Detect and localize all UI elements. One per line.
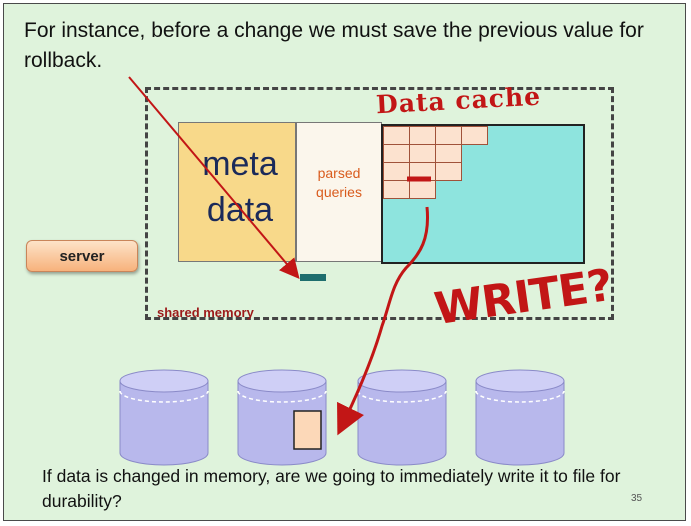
disk-1-icon — [119, 369, 209, 466]
shared-memory-label: shared memory — [157, 305, 254, 320]
slide-title: For instance, before a change we must sa… — [24, 19, 644, 72]
page-number: 35 — [631, 493, 643, 504]
saved-value-marker — [300, 274, 326, 281]
cache-cell — [461, 126, 488, 145]
write-arrow — [337, 206, 430, 436]
server-button[interactable]: server — [26, 240, 138, 272]
slide-footer-question: If data is changed in memory, are we goi… — [42, 466, 621, 511]
parsed-queries-label: parsed queries — [316, 165, 362, 200]
cache-cell — [435, 162, 462, 181]
disk-3-icon — [357, 369, 447, 466]
shared-memory-region — [145, 87, 614, 320]
disk-2-icon — [237, 369, 327, 466]
rollback-arrow — [128, 76, 300, 280]
metadata-block — [178, 122, 296, 262]
slide: For instance, before a change we must sa… — [3, 3, 686, 521]
metadata-label: meta data — [202, 145, 278, 229]
annotation-layer — [128, 76, 431, 436]
disk-4-icon — [475, 369, 565, 466]
